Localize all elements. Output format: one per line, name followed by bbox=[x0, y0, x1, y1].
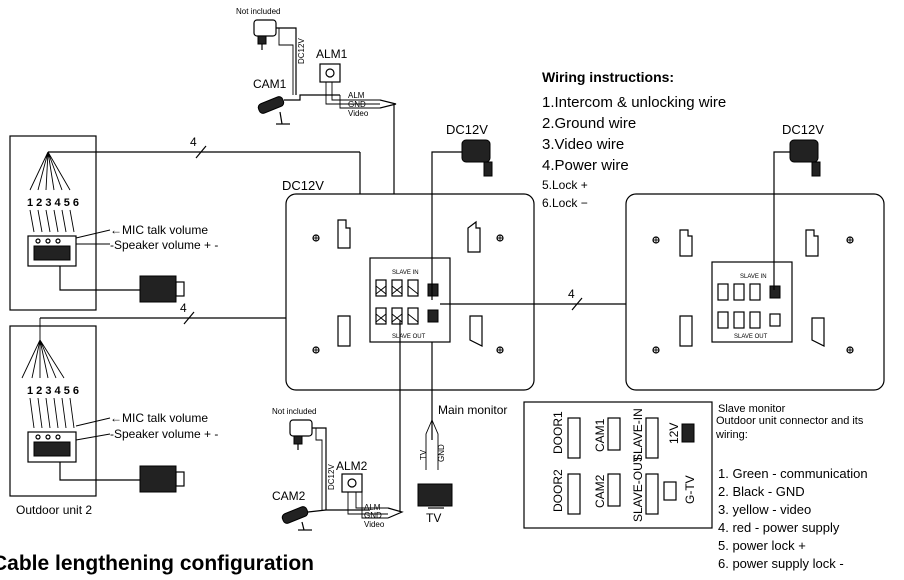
slave-adapter-label: DC12V bbox=[782, 122, 824, 137]
cam2-label: CAM2 bbox=[272, 489, 306, 503]
main-monitor-dc12v-side-label: DC12V bbox=[282, 178, 324, 193]
main-adapter-label: DC12V bbox=[446, 122, 488, 137]
alm2-alarm-icon bbox=[341, 473, 363, 493]
legend-item-2: 2. Black - GND bbox=[718, 484, 805, 499]
outdoor-2-caption: Outdoor unit 2 bbox=[16, 503, 92, 517]
outdoor-1-cable-count: 4 bbox=[190, 135, 197, 149]
slave-in-label: SLAVE IN bbox=[740, 274, 767, 280]
main-slave-out-label: SLAVE OUT bbox=[392, 334, 426, 340]
top-wire-alm: ALM bbox=[348, 91, 365, 100]
slave-monitor-label: Slave monitor bbox=[718, 403, 786, 415]
wiring-instructions-heading: Wiring instructions: bbox=[542, 69, 674, 85]
bottom-wire-video: Video bbox=[364, 520, 385, 529]
outdoor-1-mic-label: ←MIC talk volume bbox=[110, 223, 208, 237]
outdoor-2-lock-icon bbox=[139, 465, 185, 493]
slave-monitor-mounting-holes bbox=[652, 229, 854, 354]
wiring-item-1: 1.Intercom & unlocking wire bbox=[542, 94, 726, 111]
cam1-label: CAM1 bbox=[253, 77, 287, 91]
outdoor-2-connector-icon bbox=[27, 431, 77, 463]
main-slave-in-label: SLAVE IN bbox=[392, 270, 419, 276]
main-monitor-label: Main monitor bbox=[438, 403, 507, 417]
outdoor-1-speaker-label: -Speaker volume + - bbox=[110, 238, 218, 252]
top-power-adapter-icon bbox=[253, 19, 277, 50]
connector-door1-label: DOOR1 bbox=[551, 411, 565, 454]
connector-door2-label: DOOR2 bbox=[551, 469, 565, 512]
top-wire-video: Video bbox=[348, 109, 369, 118]
slave-monitor: SLAVE IN SLAVE OUT DC12V Slave monitor bbox=[625, 122, 885, 415]
alm1-alarm-icon bbox=[319, 63, 341, 83]
slave-power-adapter-icon bbox=[789, 139, 821, 177]
monitor-link-count: 4 bbox=[568, 287, 575, 301]
wiring-instructions: Wiring instructions: 1.Intercom & unlock… bbox=[542, 69, 726, 210]
cam2-camera-icon bbox=[281, 506, 312, 531]
wiring-item-6: 6.Lock − bbox=[542, 196, 588, 210]
top-camera-group: Not included DC12V CAM1 ALM1 ALM GND Vid… bbox=[236, 7, 397, 290]
top-wire-gnd: GND bbox=[348, 100, 366, 109]
outdoor-unit-2: 1 2 3 4 5 6 4 ←MIC talk volume -Speaker … bbox=[9, 301, 380, 517]
connector-slave-in-label: SLAVE-IN bbox=[631, 408, 645, 462]
connector-12v-label: 12V bbox=[667, 423, 681, 444]
outdoor-2-cable-count: 4 bbox=[180, 301, 187, 315]
slave-monitor-terminals bbox=[717, 283, 781, 329]
tv-label: TV bbox=[426, 511, 441, 525]
slave-out-label: SLAVE OUT bbox=[734, 334, 768, 340]
main-monitor-terminals bbox=[375, 279, 439, 325]
bottom-wire-alm: ALM bbox=[364, 503, 381, 512]
top-not-included-label: Not included bbox=[236, 7, 280, 16]
connector-caption-line1: Outdoor unit connector and its bbox=[716, 415, 864, 427]
connector-cam1-label: CAM1 bbox=[593, 418, 607, 452]
outdoor-2-pins: 1 2 3 4 5 6 bbox=[27, 385, 79, 397]
wiring-item-2: 2.Ground wire bbox=[542, 115, 636, 132]
bottom-wire-gnd: GND bbox=[364, 511, 382, 520]
outdoor-1-pins: 1 2 3 4 5 6 bbox=[27, 197, 79, 209]
alm2-label: ALM2 bbox=[336, 459, 368, 473]
main-power-adapter-icon bbox=[461, 139, 493, 177]
bottom-not-included-label: Not included bbox=[272, 407, 316, 416]
outdoor-1-connector-icon bbox=[27, 235, 77, 267]
main-monitor-mounting-holes bbox=[312, 219, 504, 354]
main-monitor: DC12V SLAVE IN SLAVE OUT DC12V bbox=[282, 122, 535, 525]
connector-cam2-label: CAM2 bbox=[593, 474, 607, 508]
bottom-power-adapter-icon bbox=[289, 419, 313, 450]
bottom-dc12v-cable-label: DC12V bbox=[327, 464, 336, 490]
outdoor-2-mic-label: ←MIC talk volume bbox=[110, 411, 208, 425]
top-dc12v-cable-label: DC12V bbox=[297, 38, 306, 64]
slave-monitor-connector-block bbox=[711, 261, 793, 343]
legend-item-3: 3. yellow - video bbox=[718, 502, 811, 517]
alm1-label: ALM1 bbox=[316, 47, 348, 61]
connector-panel-sockets bbox=[567, 417, 695, 515]
outdoor-unit-1: 1 2 3 4 5 6 4 ←MIC talk volume -Speaker … bbox=[9, 135, 361, 311]
tv-wire-label: TV bbox=[419, 449, 428, 460]
wiring-item-3: 3.Video wire bbox=[542, 136, 624, 153]
wiring-item-4: 4.Power wire bbox=[542, 157, 629, 174]
outdoor-2-speaker-label: -Speaker volume + - bbox=[110, 427, 218, 441]
page-title: Cable lengthening configuration bbox=[0, 552, 314, 575]
connector-slave-out-label: SLAVE-OUT bbox=[631, 454, 645, 522]
connector-gtv-label: G-TV bbox=[683, 475, 697, 504]
connector-panel: DOOR1 DOOR2 CAM1 CAM2 SLAVE-IN SLAVE-OUT… bbox=[523, 401, 868, 571]
legend-item-5: 5. power lock + bbox=[718, 538, 806, 553]
cam1-camera-icon bbox=[257, 96, 290, 125]
tv-icon bbox=[417, 483, 453, 509]
legend-item-6: 6. power supply lock - bbox=[718, 556, 844, 571]
connector-caption-line2: wiring: bbox=[715, 429, 748, 441]
main-monitor-connector-block bbox=[369, 257, 451, 343]
wiring-item-5: 5.Lock + bbox=[542, 178, 588, 192]
legend-item-4: 4. red - power supply bbox=[718, 520, 840, 535]
legend-item-1: 1. Green - communication bbox=[718, 466, 868, 481]
bottom-camera-group: Not included DC12V CAM2 ALM2 ALM GND Vid… bbox=[272, 320, 404, 531]
outdoor-1-lock-icon bbox=[139, 275, 185, 303]
gnd-wire-label: GND bbox=[437, 444, 446, 462]
